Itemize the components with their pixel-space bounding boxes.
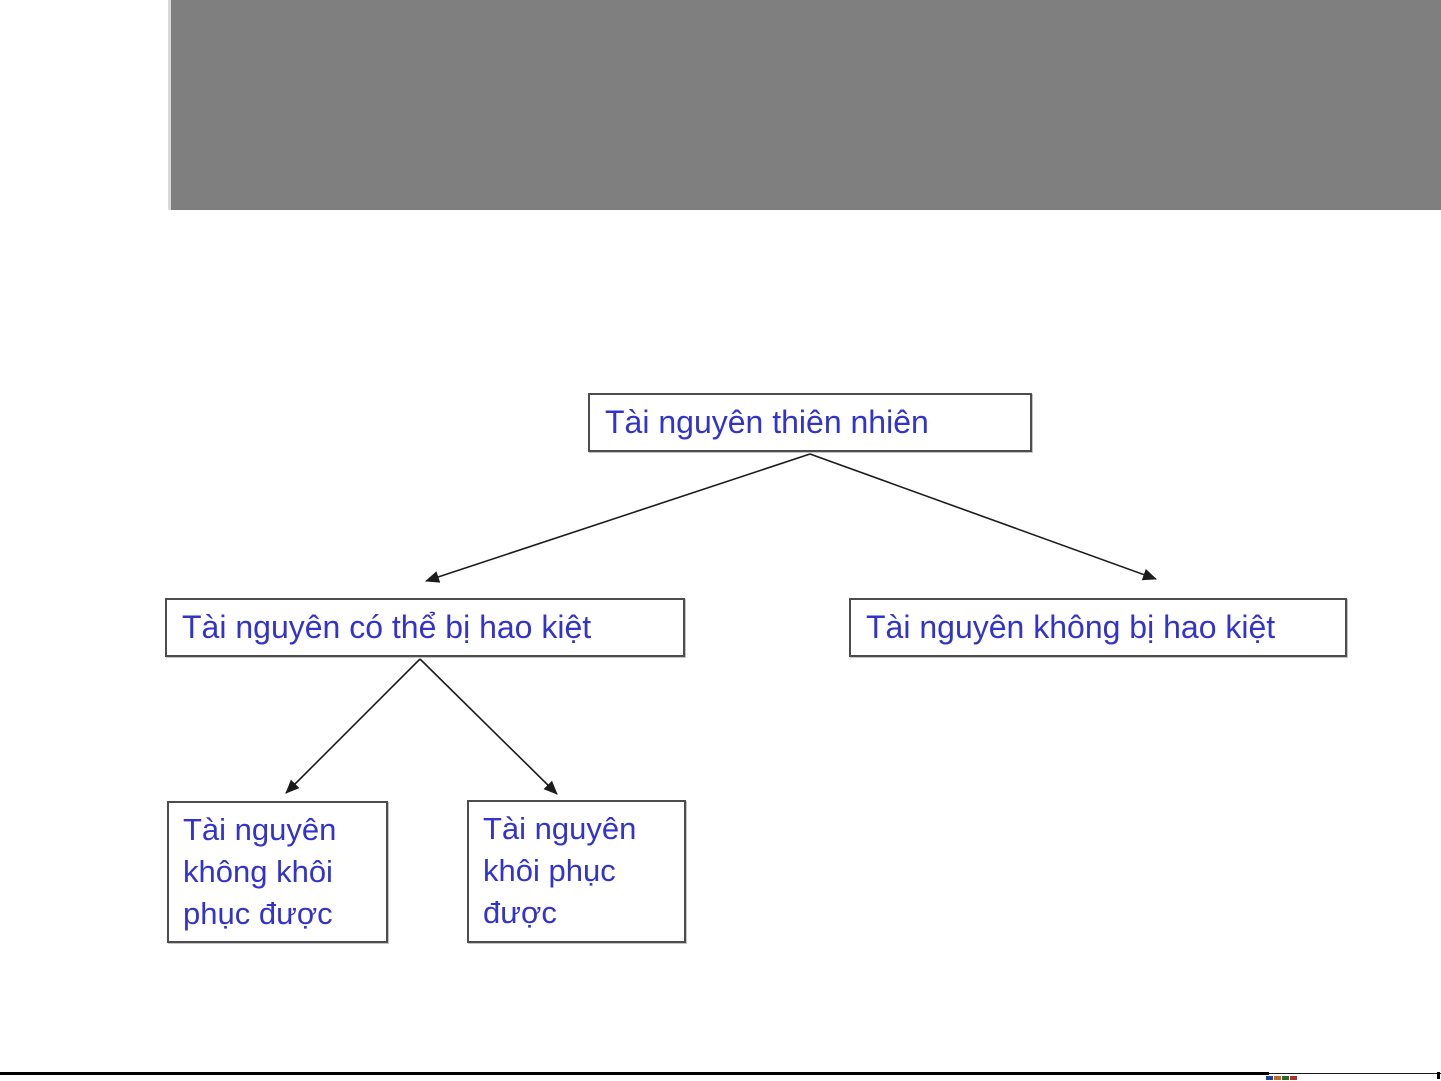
node-non-depletable-resources-label: Tài nguyên không bị hao kiệt bbox=[866, 609, 1276, 645]
node-depletable-resources-label: Tài nguyên có thể bị hao kiệt bbox=[182, 609, 592, 645]
node-non-depletable-resources: Tài nguyên không bị hao kiệt bbox=[849, 598, 1347, 657]
bottom-right-corner-tick bbox=[1437, 1072, 1440, 1079]
bottom-divider-line bbox=[0, 1072, 1269, 1075]
watermark-fragment bbox=[1266, 1076, 1297, 1080]
node-renewable-resources-label: Tài nguyên khôi phục được bbox=[483, 811, 637, 930]
node-renewable-resources: Tài nguyên khôi phục được bbox=[467, 800, 686, 943]
watermark-dot bbox=[1282, 1076, 1289, 1080]
node-depletable-resources: Tài nguyên có thể bị hao kiệt bbox=[165, 598, 685, 657]
node-natural-resources: Tài nguyên thiên nhiên bbox=[588, 393, 1032, 452]
watermark-dot bbox=[1266, 1076, 1273, 1080]
watermark-dot bbox=[1274, 1076, 1281, 1080]
watermark-dot bbox=[1290, 1076, 1297, 1080]
node-non-renewable-resources: Tài nguyên không khôi phục được bbox=[167, 801, 388, 943]
edge-root-to-depletable bbox=[425, 453, 811, 583]
edge-depletable-to-renewable bbox=[419, 658, 558, 795]
node-natural-resources-label: Tài nguyên thiên nhiên bbox=[605, 404, 929, 440]
edge-root-to-non-depletable bbox=[809, 453, 1157, 581]
edge-depletable-to-non-renewable bbox=[285, 658, 421, 794]
node-non-renewable-resources-label: Tài nguyên không khôi phục được bbox=[183, 812, 337, 931]
top-gray-banner bbox=[168, 0, 1441, 210]
bottom-divider-line-thin bbox=[1269, 1073, 1441, 1074]
